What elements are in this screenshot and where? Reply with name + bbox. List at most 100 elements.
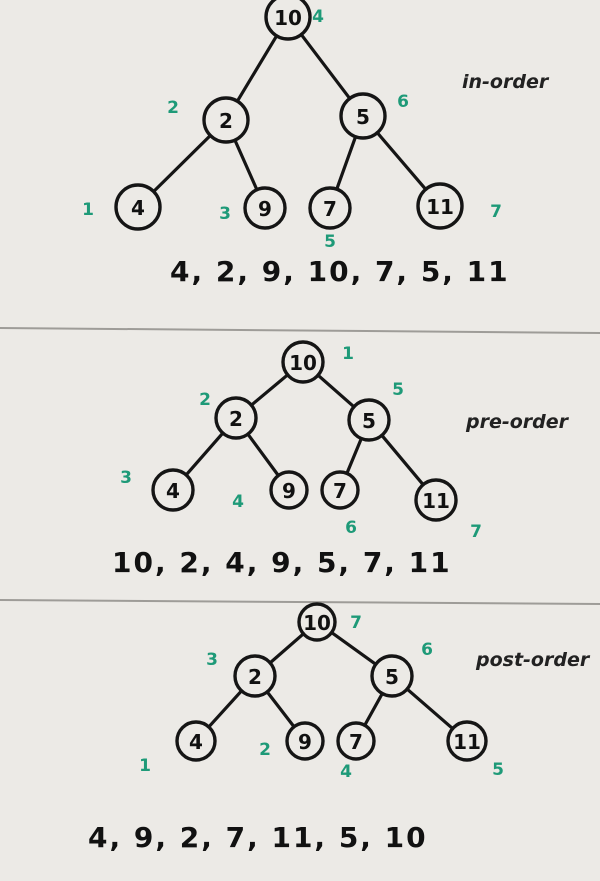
node-circle (151, 468, 195, 512)
tree-node: 4 (151, 468, 195, 512)
tree-edge (345, 436, 363, 475)
tree-edge (380, 433, 425, 487)
traversal-sequence: 10, 2, 4, 9, 5, 7, 11 (112, 546, 452, 579)
node-circle (370, 654, 414, 698)
node-label: 7 (323, 197, 337, 221)
tree-node: 4 (114, 183, 162, 231)
tree-edge (330, 630, 378, 666)
visit-order-number: 6 (345, 518, 357, 538)
tree-node: 9 (269, 470, 309, 510)
tree-edge (152, 133, 212, 194)
visit-order-number: 1 (342, 344, 354, 364)
node-label: 9 (282, 479, 296, 503)
node-circle (297, 602, 337, 642)
traversal-sequence: 4, 9, 2, 7, 11, 5, 10 (88, 821, 428, 854)
visit-order-number: 7 (350, 613, 362, 633)
node-circle (233, 654, 277, 698)
node-circle (214, 396, 258, 440)
node-label: 9 (298, 730, 312, 754)
tree-edge (249, 373, 290, 407)
traversal-label: in-order (462, 71, 550, 93)
node-circle (202, 96, 250, 144)
tree-node: 2 (214, 396, 258, 440)
tree-edge (265, 690, 296, 729)
node-label: 11 (426, 195, 454, 219)
visit-order-number: 5 (324, 232, 336, 252)
node-label: 7 (349, 730, 363, 754)
node-label: 10 (274, 6, 302, 30)
tree-node: 5 (370, 654, 414, 698)
node-circle (264, 0, 312, 41)
tree-node: 11 (414, 478, 458, 522)
tree-node: 11 (416, 182, 464, 230)
node-circle (243, 186, 287, 230)
node-circle (416, 182, 464, 230)
tree-edge (335, 135, 358, 191)
tree-node: 4 (175, 720, 217, 762)
visit-order-number: 1 (82, 200, 94, 220)
node-circle (339, 92, 387, 140)
node-label: 11 (453, 730, 481, 754)
tree-edge (268, 632, 306, 665)
tree-edge (299, 32, 352, 101)
node-label: 5 (362, 409, 376, 433)
tree-node: 9 (285, 721, 325, 761)
node-circle (285, 721, 325, 761)
tree-node: 5 (339, 92, 387, 140)
node-label: 10 (289, 351, 317, 375)
node-label: 11 (422, 489, 450, 513)
visit-order-number: 6 (397, 92, 409, 112)
node-circle (414, 478, 458, 522)
node-label: 9 (258, 197, 272, 221)
visit-order-number: 3 (219, 204, 231, 224)
tree-edge (405, 687, 455, 731)
node-label: 2 (248, 665, 262, 689)
tree-edge (207, 689, 244, 729)
panel-divider (0, 327, 600, 334)
visit-order-number: 4 (340, 762, 352, 782)
tree-node: 2 (202, 96, 250, 144)
tree-node: 11 (446, 720, 488, 762)
node-label: 2 (219, 109, 233, 133)
node-label: 2 (229, 407, 243, 431)
visit-order-number: 2 (259, 740, 271, 760)
visit-order-number: 1 (139, 756, 151, 776)
visit-order-number: 5 (492, 760, 504, 780)
visit-order-number: 4 (312, 7, 324, 27)
node-label: 4 (166, 479, 180, 503)
node-label: 5 (385, 665, 399, 689)
tree-node: 7 (308, 186, 352, 230)
tree-edge (363, 691, 384, 727)
node-circle (114, 183, 162, 231)
node-circle (336, 721, 376, 761)
tree-node: 7 (336, 721, 376, 761)
node-circle (175, 720, 217, 762)
visit-order-number: 5 (392, 380, 404, 400)
tree-node: 10 (281, 340, 325, 384)
visit-order-number: 3 (206, 650, 218, 670)
node-circle (269, 470, 309, 510)
visit-order-number: 3 (120, 468, 132, 488)
node-label: 4 (189, 730, 203, 754)
tree-node: 10 (297, 602, 337, 642)
traversal-label: pre-order (465, 411, 570, 433)
tree-node: 5 (347, 398, 391, 442)
visit-order-number: 7 (490, 202, 502, 222)
node-label: 5 (356, 105, 370, 129)
node-circle (320, 470, 360, 510)
visit-order-number: 2 (199, 390, 211, 410)
tree-node: 2 (233, 654, 277, 698)
visit-order-number: 7 (470, 522, 482, 542)
tree-edge (233, 138, 259, 192)
node-label: 10 (303, 611, 331, 635)
node-label: 7 (333, 479, 347, 503)
tree-edge (246, 432, 280, 478)
visit-order-number: 6 (421, 640, 433, 660)
tree-node: 7 (320, 470, 360, 510)
tree-edge (375, 131, 428, 191)
